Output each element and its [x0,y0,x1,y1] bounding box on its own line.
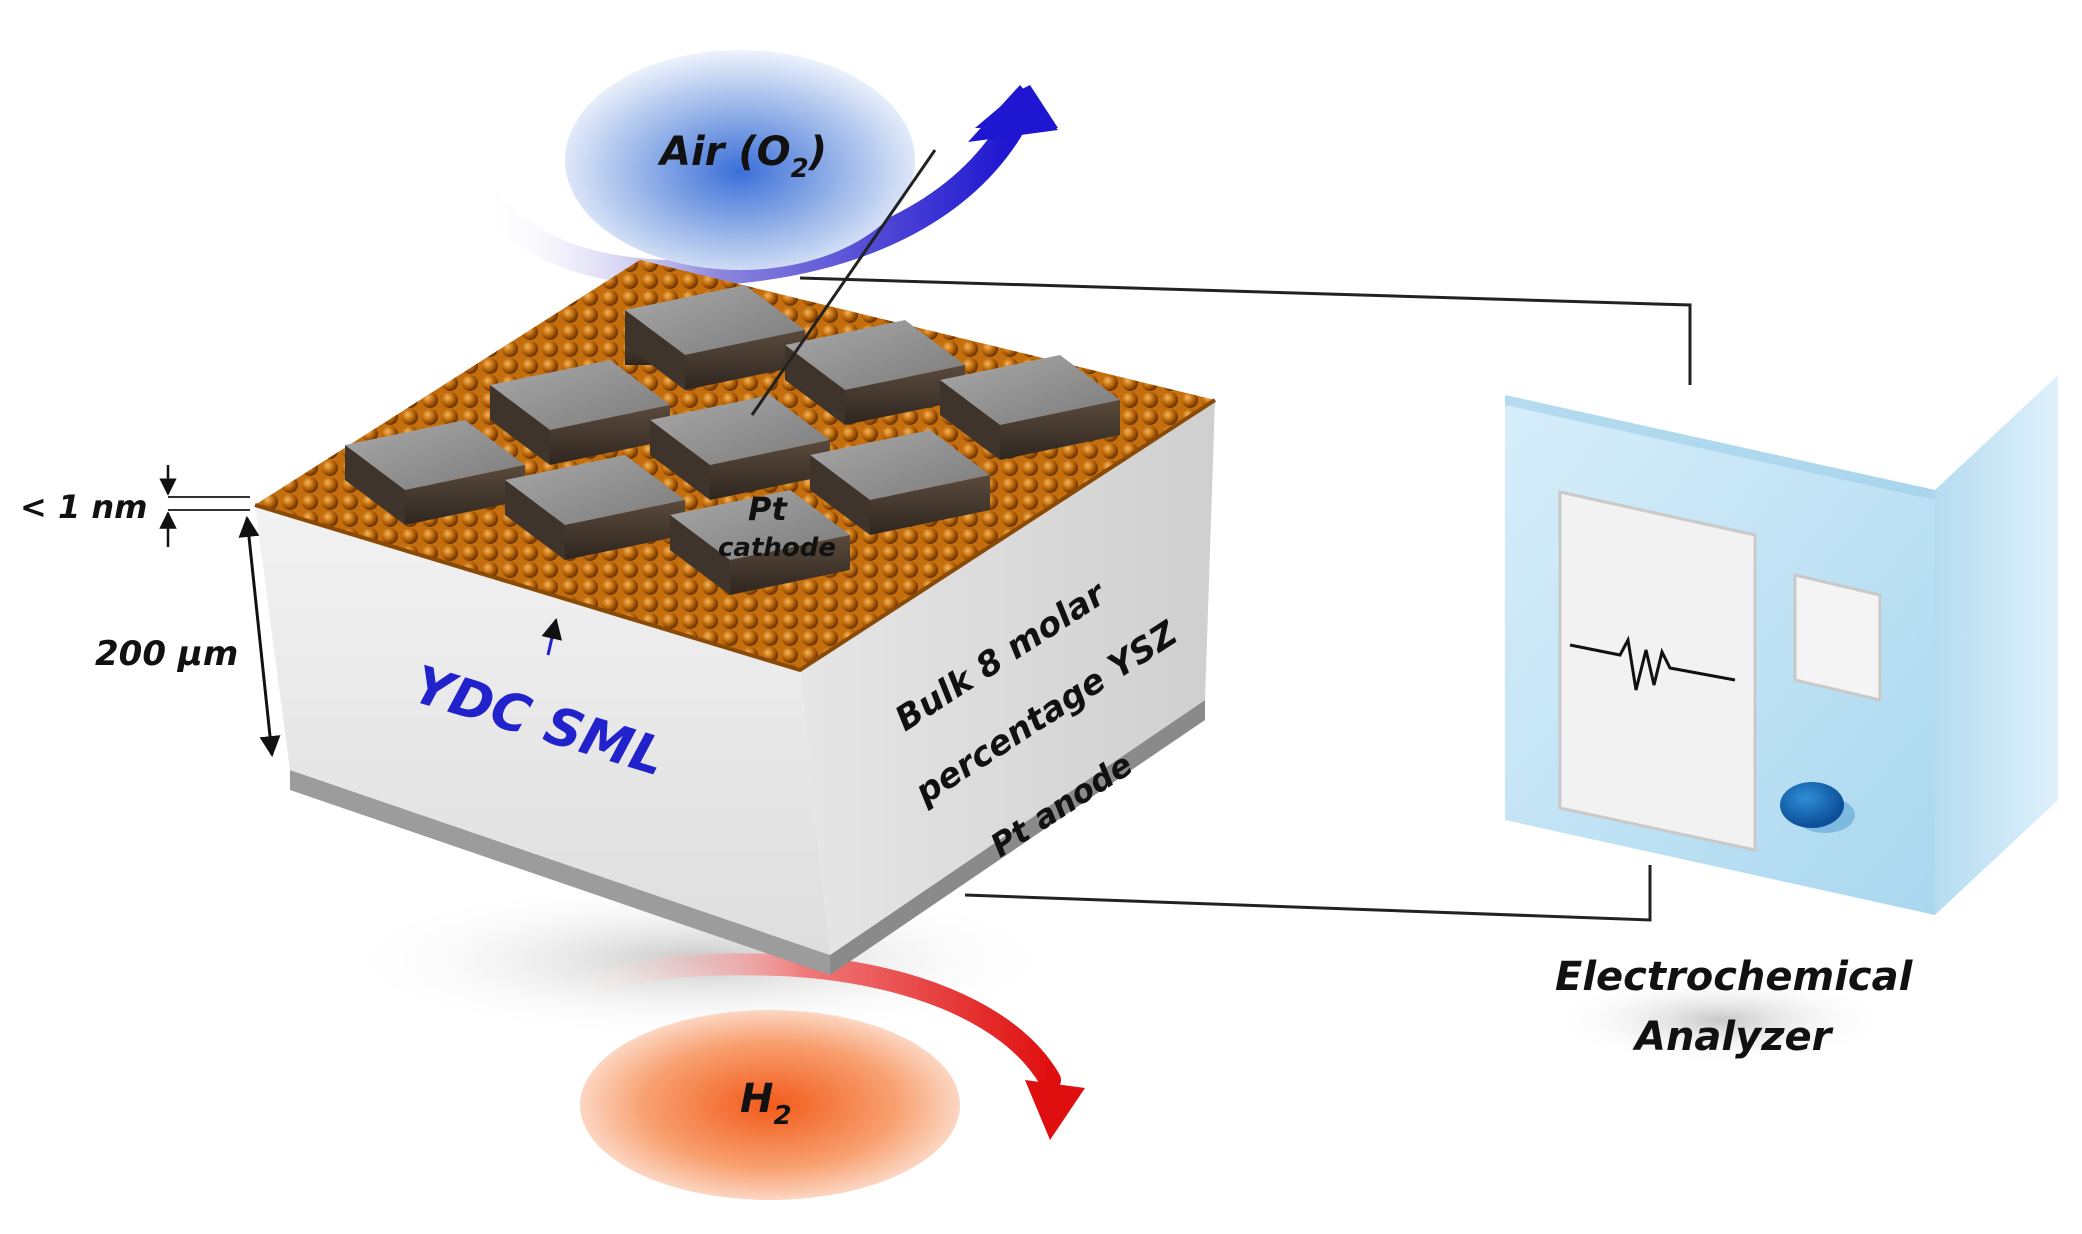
pad-2 [785,320,965,425]
h2-cloud [580,1010,960,1200]
pad-4 [490,360,670,465]
thickness-markers [159,465,281,758]
air-flow-arrow-tail [467,117,1023,287]
pad-9 [670,490,850,595]
substrate-front-face [255,505,830,955]
analyzer-label-2: Analyzer [1632,1014,1834,1060]
air-cloud [565,50,915,270]
h2-flow-arrow-tail [549,953,1061,1091]
pad-3 [940,355,1120,460]
analyzer-edge [1505,395,1935,500]
wire-top [799,276,1692,385]
ydc-pointer [541,617,563,656]
analyzer-side [1935,375,2058,915]
ydc-sml-edge [254,398,1217,673]
substrate-side-face [800,400,1215,955]
wire-bottom [964,865,1652,922]
analyzer-label-1: Electrochemical [1555,954,1914,1000]
pt-anode-front [290,770,830,975]
pt-label: Pt [748,490,788,528]
electrochemical-analyzer [1505,375,2058,915]
thickness-um-label: 200 µm [95,634,238,674]
um-double-arrow [238,515,281,758]
pt-anode-side [830,700,1205,975]
analyzer-knob [1780,782,1844,828]
probe-needle [750,149,937,416]
cathode-label: cathode [718,533,836,563]
pt-cathode-pads [345,285,1120,595]
pad-6 [810,430,990,535]
air-arrow-head-tip [968,85,1058,142]
analyzer-small-panel [1793,573,1882,702]
pad-1 [625,285,805,390]
pad-7 [345,420,525,525]
air-label: Air (O2) [657,129,827,184]
analyzer-shadow [1550,975,1890,1065]
pad-8 [505,455,685,560]
h2-arrow-head [1025,1080,1085,1140]
resistor-symbol [1569,635,1736,691]
thickness-nm-label: < 1 nm [20,488,147,526]
h2-label: H2 [740,1076,792,1131]
pad-5 [650,395,830,500]
